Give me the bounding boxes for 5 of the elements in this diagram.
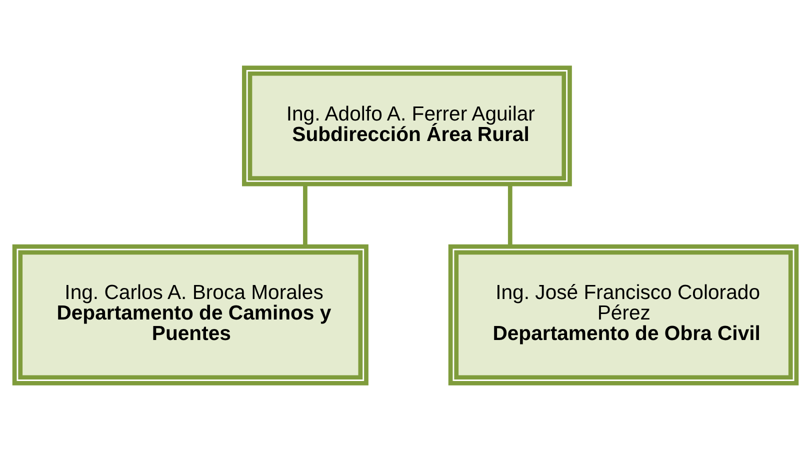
node-box: Ing. Adolfo A. Ferrer Aguilar Subdirección Área Rural <box>242 65 572 186</box>
connector <box>303 184 308 246</box>
connector <box>508 184 512 246</box>
node-box: Ing. Carlos A. Broca Morales Departamento de Caminos y Puentes <box>12 244 368 385</box>
node-box: Ing. José Francisco Colorado Pérez Departamento de Obra Civil <box>448 244 799 385</box>
